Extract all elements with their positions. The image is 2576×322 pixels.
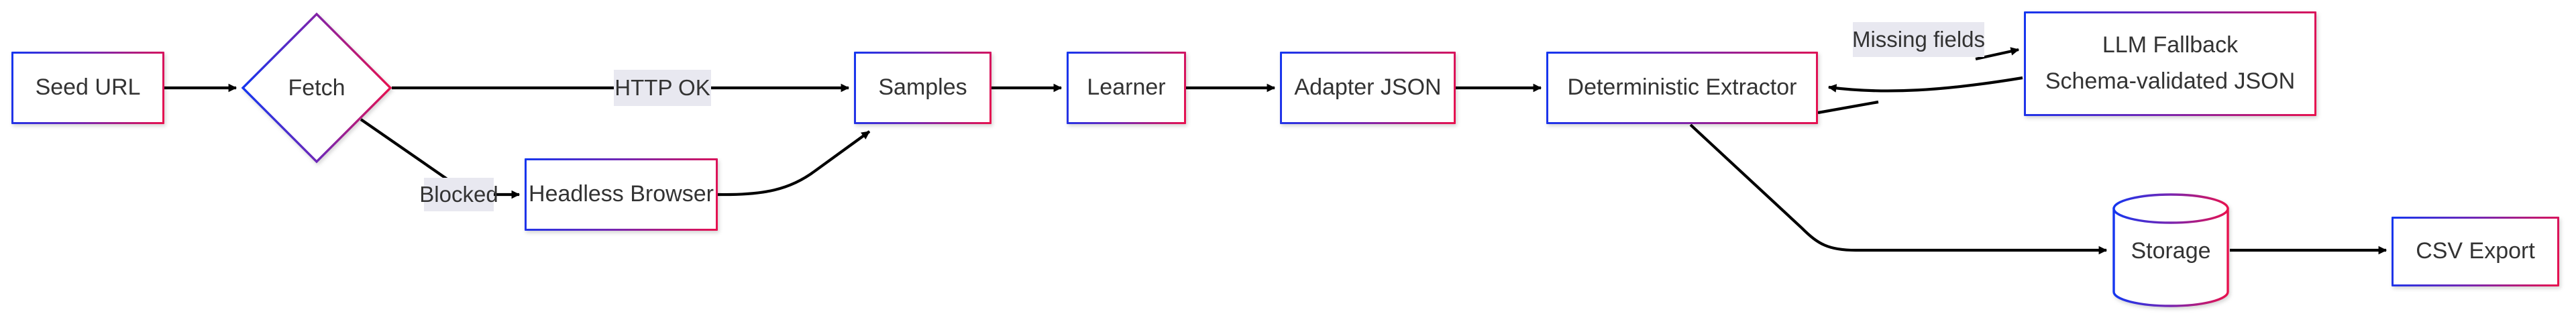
node-csv-export[interactable]: CSV Export — [2392, 217, 2559, 286]
node-storage[interactable]: Storage — [2112, 193, 2230, 307]
node-fetch-label-wrap: Fetch — [241, 13, 392, 163]
storage-cylinder-shape — [2112, 193, 2229, 307]
node-fetch-label: Fetch — [288, 74, 345, 101]
node-deterministic-extractor[interactable]: Deterministic Extractor — [1546, 52, 1818, 124]
node-adapter-json[interactable]: Adapter JSON — [1280, 52, 1456, 124]
node-llm-fallback-label-line1: LLM Fallback — [2102, 32, 2239, 58]
node-learner-label: Learner — [1087, 74, 1166, 101]
edge-label-http-ok-text: HTTP OK — [614, 75, 710, 100]
edge-headless-to-samples — [717, 130, 871, 197]
node-seed-url[interactable]: Seed URL — [11, 52, 164, 124]
node-fetch[interactable]: Fetch — [241, 12, 392, 164]
node-storage-label: Storage — [2131, 237, 2211, 264]
node-samples[interactable]: Samples — [854, 52, 991, 124]
edge-extractor-to-llm-fallback — [1817, 100, 1879, 115]
edge-llm-fallback-to-extractor — [1827, 76, 2023, 93]
node-learner[interactable]: Learner — [1067, 52, 1186, 124]
fetch-diamond-shape — [241, 12, 392, 164]
node-deterministic-extractor-label: Deterministic Extractor — [1567, 74, 1797, 101]
node-csv-export-label: CSV Export — [2416, 238, 2535, 264]
edge-label-missing-fields: Missing fields — [1851, 22, 1986, 57]
node-llm-fallback[interactable]: LLM Fallback Schema-validated JSON — [2024, 11, 2316, 116]
edge-label-blocked: Blocked — [419, 178, 498, 211]
node-headless-browser-label: Headless Browser — [529, 181, 714, 207]
edge-label-missing-fields-text: Missing fields — [1851, 27, 1986, 52]
node-storage-label-wrap: Storage — [2112, 235, 2230, 267]
edge-label-http-ok: HTTP OK — [614, 70, 711, 106]
node-llm-fallback-label-line2: Schema-validated JSON — [2045, 68, 2296, 94]
edge-label-blocked-text: Blocked — [419, 182, 498, 207]
node-samples-label: Samples — [878, 74, 967, 101]
node-adapter-json-label: Adapter JSON — [1294, 74, 1442, 101]
node-seed-url-label: Seed URL — [35, 74, 141, 101]
edge-extractor-to-storage — [1689, 123, 2108, 255]
node-headless-browser[interactable]: Headless Browser — [525, 158, 718, 231]
